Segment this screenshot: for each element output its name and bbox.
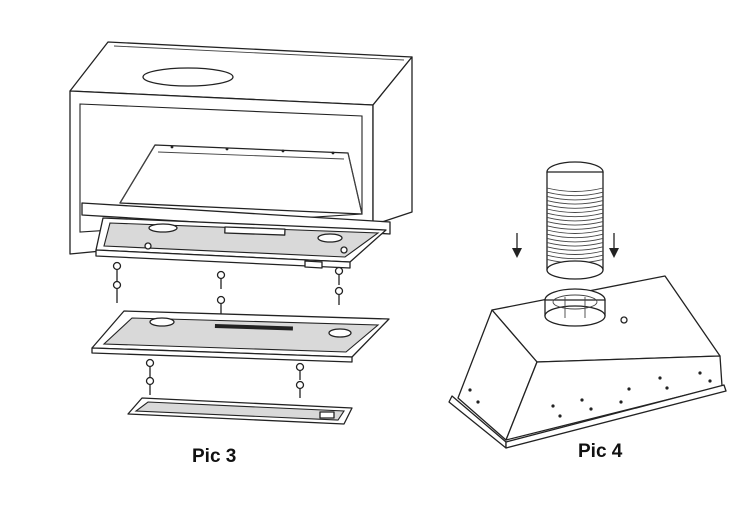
duct-rib	[546, 233, 604, 239]
screw-icon	[112, 261, 122, 303]
duct-rib	[546, 191, 604, 197]
duct-rib	[546, 208, 604, 213]
duct-rib	[546, 221, 604, 226]
range-hood	[448, 275, 727, 449]
pic4-caption: Pic 4	[578, 441, 623, 462]
duct-rib	[546, 250, 604, 255]
duct-rib	[546, 204, 604, 209]
duct-rib	[546, 200, 604, 205]
screw-icon	[295, 362, 305, 398]
cabinet	[69, 41, 413, 255]
down-arrow-right	[609, 233, 619, 258]
cabinet-duct-opening	[142, 67, 234, 87]
duct-rib	[546, 225, 604, 230]
duct-rib	[546, 237, 604, 243]
flexible-duct	[546, 161, 604, 280]
duct-rib	[546, 187, 604, 192]
hood-insert	[81, 202, 391, 269]
duct-rib	[546, 242, 604, 247]
screws-upper	[112, 261, 344, 314]
duct-rib	[546, 212, 604, 218]
screw-icon	[145, 358, 155, 395]
light-cover	[127, 397, 353, 425]
pic3-caption: Pic 3	[192, 446, 237, 467]
duct-rib	[546, 254, 604, 260]
duct-rib	[546, 195, 604, 201]
down-arrow-left	[512, 233, 522, 258]
duct-rib	[546, 216, 604, 222]
screw-icon	[334, 266, 344, 305]
screws-lower	[145, 358, 305, 398]
screw-icon	[216, 270, 226, 314]
mounting-panel	[91, 310, 390, 363]
duct-rib	[546, 229, 604, 234]
duct-rib	[546, 246, 604, 251]
